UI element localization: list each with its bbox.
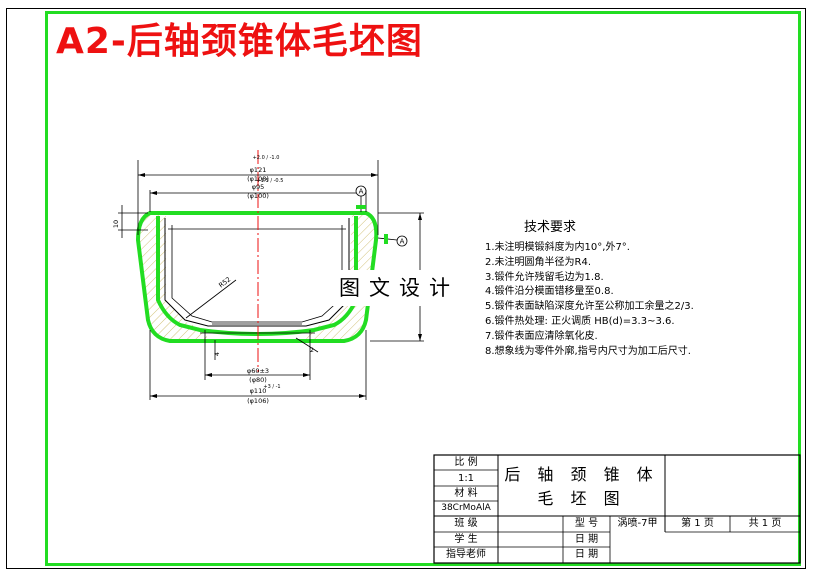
scale-value: 1:1 bbox=[457, 473, 475, 484]
material-value: 38CrMoAlA bbox=[441, 503, 491, 513]
dim-bottom-inner-ref: (φ80) bbox=[249, 376, 267, 384]
requirement-item: 3.锻件允许残留毛边为1.8. bbox=[485, 271, 604, 283]
title-block-grid bbox=[433, 454, 801, 564]
advisor-label: 指导老师 bbox=[446, 549, 486, 560]
dim-bottom-outer: φ110 bbox=[250, 387, 267, 395]
part-contour bbox=[164, 218, 350, 327]
model-label: 型 号 bbox=[574, 518, 599, 529]
dim-top-outer: φ121 bbox=[250, 166, 267, 174]
datum-label-top: A bbox=[359, 188, 364, 196]
requirement-item: 6.锻件热处理: 正火调质 HB(d)=3.3~3.6. bbox=[485, 315, 675, 327]
sheet-number: 第 1 页 bbox=[681, 518, 714, 529]
class-label: 班 级 bbox=[454, 518, 478, 529]
requirement-item: 1.未注明模锻斜度为内10°,外7°. bbox=[485, 242, 630, 253]
forging-inner-outline bbox=[156, 216, 358, 336]
material-label: 材 料 bbox=[454, 488, 478, 499]
requirement-item: 4.锻件沿分模面错移量至0.8. bbox=[485, 286, 614, 298]
student-label: 学 生 bbox=[454, 534, 478, 545]
drawing-title: A2-后轴颈锥体毛坯图 bbox=[56, 21, 423, 62]
datum-label-right: A bbox=[400, 238, 405, 246]
datum-marker-top bbox=[355, 185, 367, 197]
dim-top-inner-tol: +1.5 / -0.5 bbox=[257, 178, 284, 184]
dim-top-outer-ref: (φ108) bbox=[247, 175, 269, 183]
dim-bottom-inner: φ60±3 bbox=[247, 367, 269, 375]
requirements-title: 技术要求 bbox=[524, 220, 577, 235]
dim-small-left: 4 bbox=[213, 352, 221, 356]
title-frame bbox=[45, 11, 801, 566]
total-sheets: 共 1 页 bbox=[748, 518, 782, 529]
requirement-item: 7.锻件表面应清除氧化皮. bbox=[485, 330, 598, 342]
title-block: 比 例 1:1 材 料 38CrMoAlA 班 级 学 生 指导老师 后 轴 颈… bbox=[434, 455, 800, 563]
requirement-item: 8.想象线为零件外廓,指号内尺寸为加工后尺寸. bbox=[485, 345, 691, 357]
date-label: 日 期 bbox=[574, 534, 599, 545]
dim-left-height: 10 bbox=[112, 220, 120, 228]
requirement-item: 2.未注明圆角半径为R4. bbox=[485, 256, 592, 268]
dim-bottom-outer-tol: +3 / -1 bbox=[263, 384, 280, 390]
model-value: 涡喷-7甲 bbox=[617, 518, 658, 529]
part-name-line2: 毛 坯 图 bbox=[537, 489, 626, 508]
dim-top-inner: φ95 bbox=[252, 183, 265, 191]
dim-top-outer-tol: +2.0 / -1.0 bbox=[253, 155, 280, 161]
requirement-item: 5.锻件表面缺陷深度允许至公称加工余量之2/3. bbox=[485, 301, 694, 313]
dim-radius: R52 bbox=[217, 275, 232, 289]
forging-outline bbox=[135, 211, 379, 343]
date-label-2: 日 期 bbox=[574, 549, 599, 560]
dim-bottom-outer-ref: (φ106) bbox=[247, 397, 269, 405]
left-wall-hatch bbox=[138, 215, 208, 340]
scale-label: 比 例 bbox=[454, 457, 478, 468]
datum-marker-right bbox=[396, 235, 408, 247]
part-name-line1: 后 轴 颈 锥 体 bbox=[504, 465, 659, 484]
dim-small: 2 bbox=[310, 346, 314, 354]
watermark-overlay: 图文设计 bbox=[329, 270, 482, 306]
dim-top-inner-ref: (φ100) bbox=[247, 192, 269, 200]
right-wall-hatch bbox=[306, 215, 377, 340]
sheet-border bbox=[6, 8, 806, 569]
requirements-list: 1.未注明模锻斜度为内10°,外7°. 2.未注明圆角半径为R4. 3.锻件允许… bbox=[485, 241, 694, 359]
